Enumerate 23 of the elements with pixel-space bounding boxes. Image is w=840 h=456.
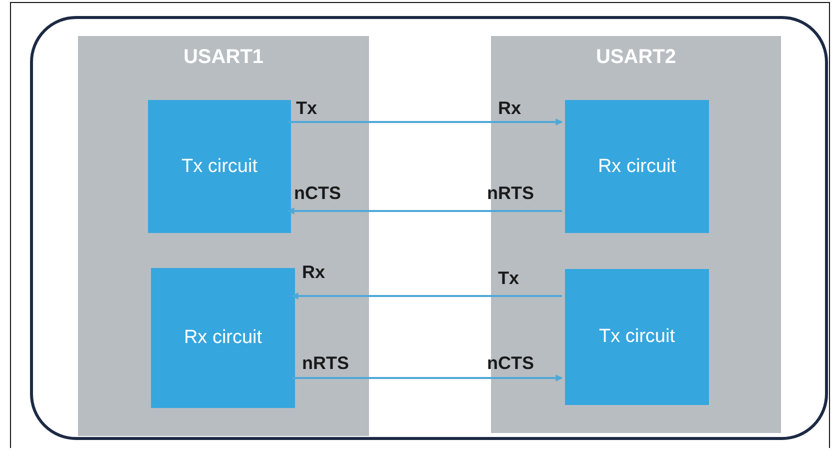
panel-heading: USART2	[596, 46, 676, 70]
circuit-block	[565, 269, 709, 405]
circuit-block	[565, 100, 709, 233]
pin-label: nRTS	[302, 353, 349, 374]
pin-label: nCTS	[294, 183, 341, 204]
signal-arrow	[292, 374, 563, 382]
signal-arrow	[291, 292, 562, 300]
signal-arrow	[287, 208, 562, 214]
signal-arrow	[288, 118, 563, 126]
pin-label: Rx	[498, 98, 522, 119]
circuit-label: Tx circuit	[599, 326, 675, 348]
pin-label: Tx	[296, 98, 318, 119]
peripheral-panel	[78, 36, 369, 436]
pin-label: nRTS	[487, 183, 534, 204]
circuit-label: Tx circuit	[182, 156, 258, 178]
pin-label: nCTS	[487, 353, 534, 374]
panel-heading: USART1	[183, 46, 264, 70]
circuit-label: Rx circuit	[184, 327, 262, 349]
circuit-block	[148, 100, 291, 233]
pin-label: Rx	[302, 262, 326, 283]
pin-label: Tx	[498, 268, 520, 289]
circuit-label: Rx circuit	[598, 156, 676, 178]
circuit-block	[151, 268, 295, 408]
